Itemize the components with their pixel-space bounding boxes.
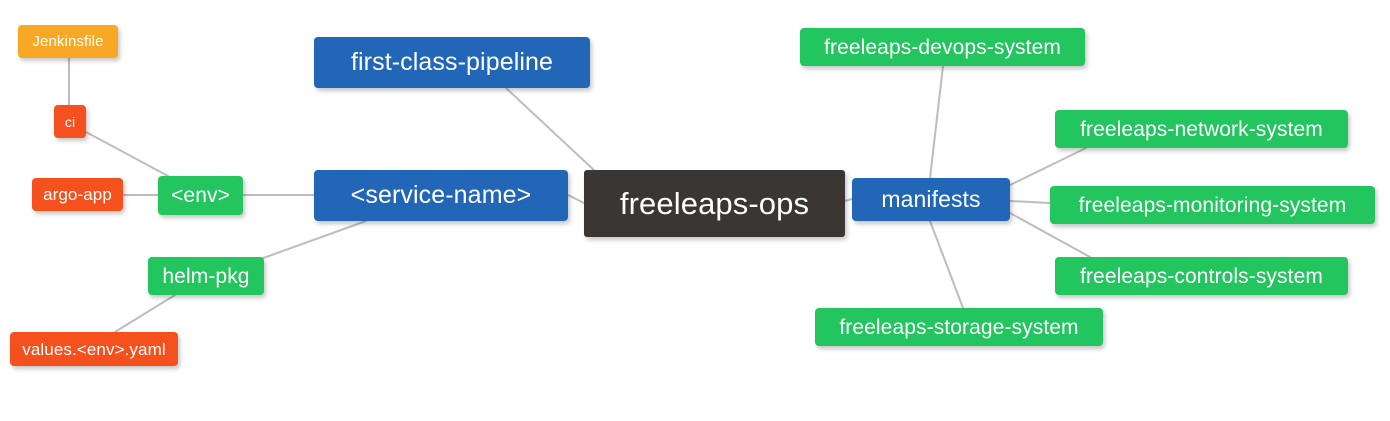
node-label: first-class-pipeline xyxy=(350,48,554,76)
node-freeleaps-ops[interactable]: freeleaps-ops xyxy=(584,170,845,237)
node-label: Jenkinsfile xyxy=(32,33,104,50)
node-ci[interactable]: ci xyxy=(54,105,86,138)
edge-manifests-to-freeleaps-network-system xyxy=(1009,147,1087,186)
node-label: helm-pkg xyxy=(162,264,250,288)
node-values-yaml[interactable]: values.<env>.yaml xyxy=(10,332,178,366)
edge-manifests-to-freeleaps-devops-system xyxy=(929,65,944,179)
node-label: freeleaps-devops-system xyxy=(824,35,1061,59)
node-freeleaps-controls-system[interactable]: freeleaps-controls-system xyxy=(1055,257,1348,295)
node-freeleaps-storage-system[interactable]: freeleaps-storage-system xyxy=(815,308,1103,346)
node-env[interactable]: <env> xyxy=(158,176,243,215)
node-freeleaps-monitoring-system[interactable]: freeleaps-monitoring-system xyxy=(1050,186,1375,224)
node-label: freeleaps-monitoring-system xyxy=(1078,193,1347,217)
node-label: freeleaps-controls-system xyxy=(1080,264,1323,288)
node-first-class-pipeline[interactable]: first-class-pipeline xyxy=(314,37,590,88)
node-freeleaps-devops-system[interactable]: freeleaps-devops-system xyxy=(800,28,1085,66)
node-label: ci xyxy=(64,113,76,130)
node-label: freeleaps-network-system xyxy=(1080,117,1323,141)
node-helm-pkg[interactable]: helm-pkg xyxy=(148,257,264,295)
node-freeleaps-network-system[interactable]: freeleaps-network-system xyxy=(1055,110,1348,148)
edge-freeleaps-ops-to-manifests xyxy=(844,198,853,202)
edge-manifests-to-freeleaps-storage-system xyxy=(929,220,964,309)
node-label: values.<env>.yaml xyxy=(22,339,166,359)
node-service-name[interactable]: <service-name> xyxy=(314,170,568,221)
node-manifests[interactable]: manifests xyxy=(852,178,1010,221)
edge-service-name-to-helm-pkg xyxy=(254,220,367,262)
node-jenkinsfile[interactable]: Jenkinsfile xyxy=(18,25,118,58)
node-label: freeleaps-storage-system xyxy=(839,315,1079,339)
node-label: <env> xyxy=(171,184,230,207)
node-label: argo-app xyxy=(43,185,112,204)
node-argo-app[interactable]: argo-app xyxy=(32,178,123,211)
node-label: freeleaps-ops xyxy=(619,186,810,221)
edge-freeleaps-ops-to-service-name xyxy=(567,194,585,204)
node-label: <service-name> xyxy=(350,181,532,209)
edge-env-to-ci xyxy=(85,131,169,177)
edge-freeleaps-ops-to-first-class-pipeline xyxy=(505,87,597,173)
edge-manifests-to-freeleaps-monitoring-system xyxy=(1009,200,1051,204)
edge-helm-pkg-to-values-yaml xyxy=(114,294,176,333)
node-label: manifests xyxy=(881,186,981,212)
